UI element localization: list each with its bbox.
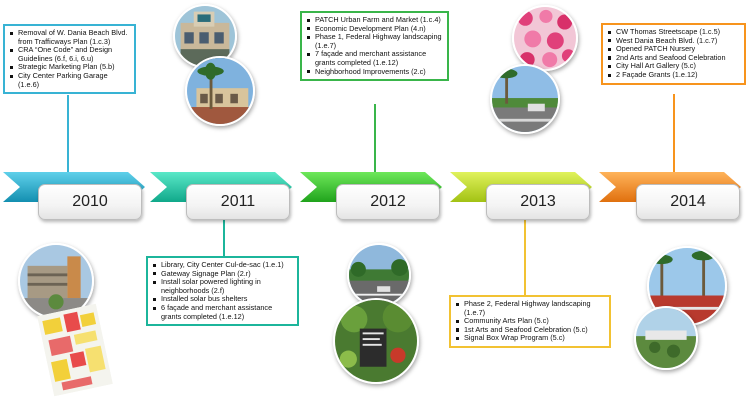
year-label-2014: 2014 [670,193,706,210]
year-box-2010: 2010 [38,184,142,220]
list-item: Installed solar bus shelters [152,295,292,304]
list-item: Library, City Center Cul-de-sac (1.e.1) [152,260,292,270]
list-item: 2 Façade Grants (1.e.12) [607,70,739,80]
list-item: 7 façade and merchant assistance grants … [306,50,442,67]
list-item: Opened PATCH Nursery [607,45,739,54]
year-box-2011: 2011 [186,184,290,220]
year-label-2011: 2011 [220,193,256,210]
photo-farm-market [333,298,419,384]
list-item: Phase 1, Federal Highway landscaping (1.… [306,32,442,50]
connector-2012 [374,104,376,172]
list-item: City Center Parking Garage (1.e.6) [9,71,129,89]
year-box-2012: 2012 [336,184,440,220]
list-item: 1st Arts and Seafood Celebration (5.c) [455,325,604,335]
list-item: Removal of W. Dania Beach Blvd. from Tra… [9,28,129,46]
list-item: Install solar powered lighting in neighb… [152,277,292,295]
photo-site-plan [37,303,113,397]
photo-flowers [512,5,578,71]
box-2011-accomplishments: Library, City Center Cul-de-sac (1.e.1) … [146,256,299,327]
year-label-2013: 2013 [520,193,556,210]
year-label-2010: 2010 [72,193,108,210]
list-item: Phase 2, Federal Highway landscaping (1.… [455,299,604,317]
list-item: Signal Box Wrap Program (5.c) [455,334,604,343]
photo-street [490,64,560,134]
year-label-2012: 2012 [370,193,406,210]
list-item: CW Thomas Streetscape (1.c.5) [607,27,739,37]
connector-2014 [673,94,675,172]
connector-2010 [67,95,69,172]
photo-nursery [634,306,698,370]
list-item: Gateway Signage Plan (2.r) [152,269,292,279]
list-item: Community Arts Plan (5.c) [455,317,604,326]
list-item: West Dania Beach Blvd. (1.c.7) [607,36,739,46]
box-2010-accomplishments: Removal of W. Dania Beach Blvd. from Tra… [3,24,136,95]
list-item: 2nd Arts and Seafood Celebration [607,53,739,63]
year-box-2013: 2013 [486,184,590,220]
connector-2011 [223,202,225,256]
list-item: Strategic Marketing Plan (5.b) [9,63,129,72]
list-item: 6 façade and merchant assistance grants … [152,303,292,321]
connector-2013 [524,202,526,295]
box-2013-accomplishments: Phase 2, Federal Highway landscaping (1.… [449,295,611,348]
list-item: PATCH Urban Farm and Market (1.c.4) [306,15,442,25]
list-item: Neighborhood Improvements (2.c) [306,67,442,77]
list-item: Economic Development Plan (4.n) [306,24,442,34]
list-item: CRA “One Code” and Design Guidelines (6.… [9,45,129,63]
box-2012-accomplishments: PATCH Urban Farm and Market (1.c.4) Econ… [300,11,449,82]
list-item: City Hall Art Gallery (5.c) [607,62,739,71]
year-box-2014: 2014 [636,184,740,220]
box-2014-accomplishments: CW Thomas Streetscape (1.c.5) West Dania… [601,23,746,85]
photo-palm-street [185,56,255,126]
